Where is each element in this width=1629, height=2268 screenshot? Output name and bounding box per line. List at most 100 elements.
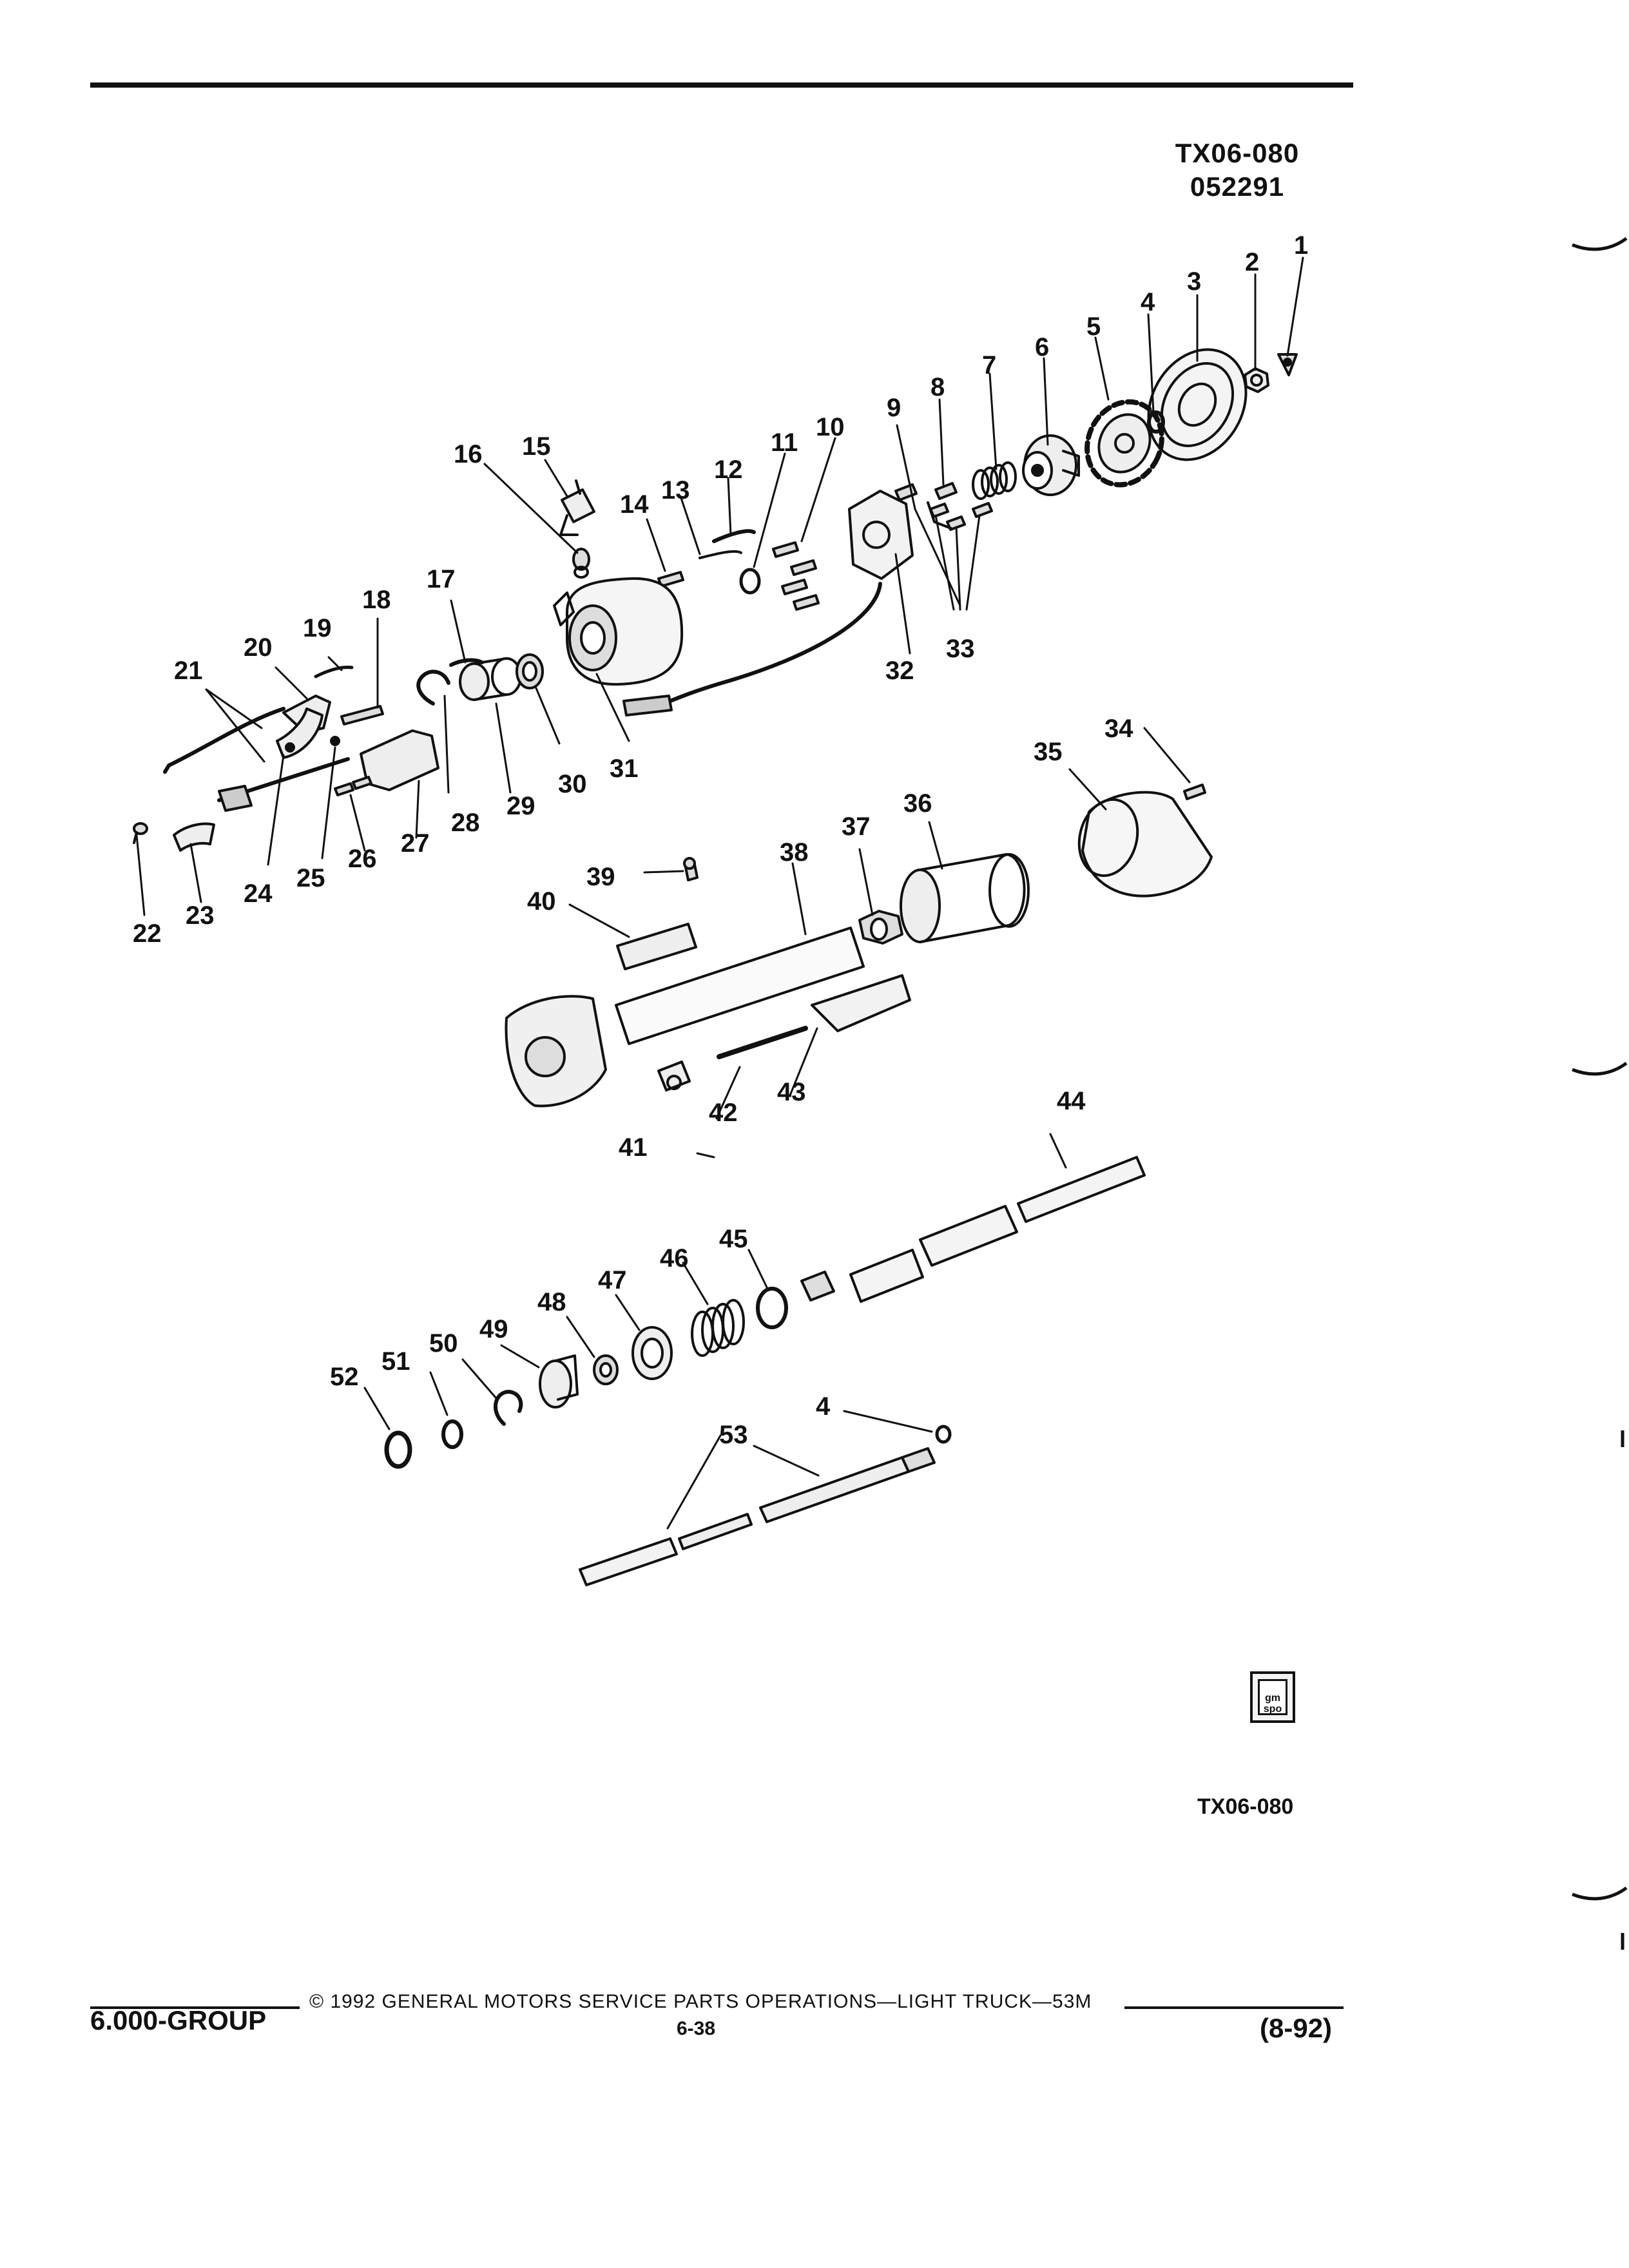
badge-line-1: gm: [1265, 1693, 1280, 1704]
part-34-screw: [1183, 783, 1206, 800]
footer-group: 6.000-GROUP: [90, 2005, 267, 2035]
callout-16: 16: [454, 440, 483, 468]
callout-20: 20: [244, 633, 273, 662]
callout-42: 42: [709, 1099, 738, 1127]
callout-24: 24: [244, 879, 273, 908]
callout-45: 45: [719, 1225, 748, 1253]
callout-26: 26: [348, 845, 377, 873]
callout-14: 14: [620, 490, 649, 519]
callout-36: 36: [903, 789, 932, 818]
part-51-ring: [441, 1419, 463, 1449]
part-42-rod: [717, 1026, 808, 1059]
callout-5: 5: [1086, 312, 1101, 341]
callout-27: 27: [401, 829, 430, 858]
part-15-switch: [559, 479, 595, 536]
callout-44: 44: [1057, 1087, 1086, 1115]
footer-copyright: © 1992 GENERAL MOTORS SERVICE PARTS OPER…: [309, 1991, 1092, 2012]
illustration-ref-number: 052291: [1190, 171, 1285, 202]
callout-49: 49: [479, 1315, 508, 1343]
callout-31: 31: [610, 754, 639, 783]
part-48-bushing: [593, 1354, 619, 1385]
callout-30: 30: [558, 770, 587, 798]
callout-28: 28: [451, 809, 480, 837]
callout-22: 22: [133, 919, 162, 948]
callout-48: 48: [537, 1288, 566, 1316]
callout-35: 35: [1034, 738, 1063, 766]
footer-page-number: 6-38: [677, 2018, 716, 2039]
callout-46: 46: [660, 1244, 689, 1273]
part-41-bracket: [657, 1061, 691, 1091]
callout-2: 2: [1245, 248, 1259, 276]
part-1-cap: [1277, 353, 1298, 376]
top-rule: [90, 82, 1353, 88]
callout-25: 25: [296, 864, 325, 892]
callout-numbers: 1 2 3 4 5 6 7 8 9 10 11 12 13 14 15 16 1…: [133, 231, 1308, 1449]
callout-13: 13: [661, 476, 690, 505]
callout-47: 47: [598, 1266, 627, 1294]
callout-41: 41: [619, 1133, 648, 1162]
part-4-ring: [1147, 410, 1165, 434]
part-13-clip: [699, 550, 742, 559]
callout-11: 11: [771, 428, 798, 457]
callout-1: 1: [1294, 231, 1308, 260]
part-28-retainer: [416, 669, 450, 706]
callout-7: 7: [982, 351, 996, 380]
part-8-screw: [934, 482, 958, 500]
callout-21: 21: [174, 657, 203, 685]
part-5-cancel-cam: [1084, 399, 1164, 488]
figure-code: TX06-080: [1197, 1794, 1294, 1819]
callout-38: 38: [780, 838, 809, 867]
callout-43: 43: [777, 1078, 806, 1106]
leader-lines: [135, 256, 1304, 1530]
part-31-housing: [553, 577, 684, 716]
callout-17: 17: [427, 565, 456, 593]
part-30-bushing: [516, 653, 544, 689]
callout-32: 32: [885, 657, 914, 685]
part-38-jacket: [505, 927, 865, 1108]
part-2-nut: [1244, 367, 1269, 393]
callout-9: 9: [887, 394, 901, 422]
callout-18: 18: [362, 586, 391, 614]
callout-4: 4: [1141, 288, 1155, 316]
part-40-bracket: [616, 923, 697, 970]
part-16-bushing: [572, 548, 590, 579]
part-37-bushing: [858, 910, 903, 945]
part-23-shim: [173, 822, 215, 852]
part-26-spring: [334, 776, 372, 796]
part-49-bowl: [539, 1354, 579, 1408]
part-7-spring: [972, 461, 1017, 500]
callout-4-lower: 4: [816, 1392, 831, 1421]
callout-8: 8: [930, 373, 945, 401]
part-32-switch-housing: [668, 490, 914, 703]
callout-39: 39: [586, 863, 615, 891]
callout-51: 51: [381, 1347, 410, 1376]
callout-10: 10: [816, 413, 845, 441]
part-50-clip: [493, 1390, 523, 1426]
part-3-plate: [1147, 348, 1248, 461]
callout-37: 37: [842, 812, 871, 841]
callout-29: 29: [506, 792, 535, 820]
part-10-screws: [772, 541, 820, 611]
callout-12: 12: [714, 456, 743, 484]
callout-3: 3: [1187, 267, 1201, 296]
callout-50: 50: [429, 1329, 458, 1358]
callout-53: 53: [719, 1421, 748, 1449]
edge-marks: [1572, 236, 1628, 1950]
part-36-bowl: [900, 853, 1030, 943]
illustration-ref-code: TX06-080: [1175, 138, 1300, 168]
part-25-pin: [330, 736, 340, 746]
footer-rule-left: [90, 2006, 300, 2009]
callout-23: 23: [186, 901, 215, 930]
part-11-washer: [739, 568, 761, 595]
callout-34: 34: [1104, 715, 1133, 743]
part-44-shaft: [800, 1156, 1146, 1303]
part-6-bearing: [1022, 434, 1080, 496]
part-45-washer: [756, 1287, 788, 1329]
badge-line-2: spo: [1263, 1704, 1282, 1715]
part-52-bearing: [384, 1430, 412, 1469]
part-53-intermediate-shaft: [579, 1447, 936, 1586]
part-12-spring: [712, 529, 756, 543]
callout-6: 6: [1035, 333, 1049, 361]
part-4-ring-lower: [935, 1425, 952, 1444]
